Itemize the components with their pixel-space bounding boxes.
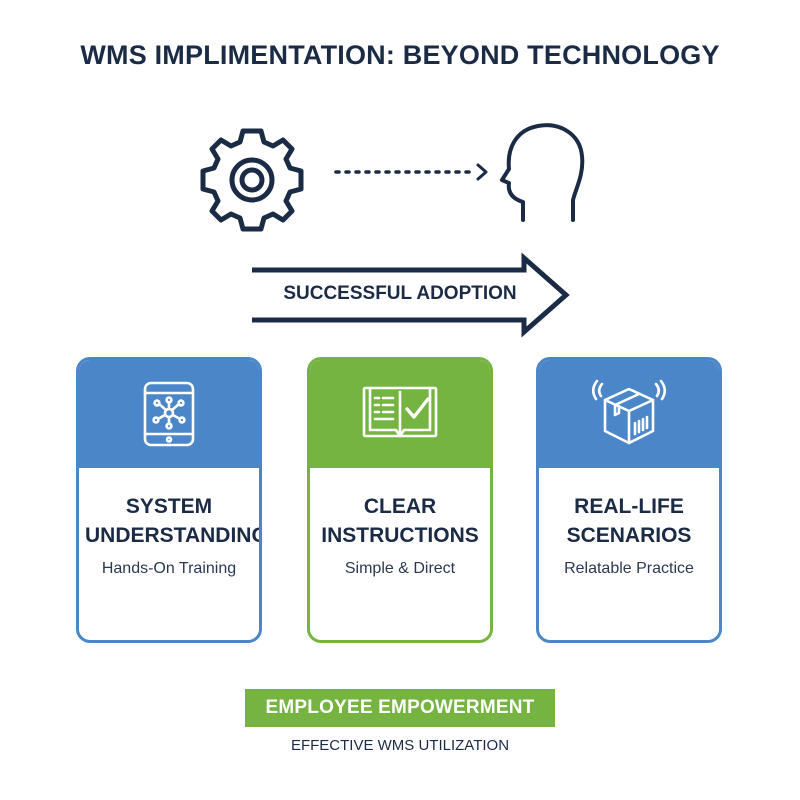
card-title: REAL-LIFE SCENARIOS (539, 492, 719, 550)
card-title-line: SYSTEM (125, 495, 213, 518)
gear-to-human-flow (200, 123, 585, 232)
card-title-line: CLEAR (363, 495, 437, 518)
adoption-arrow (252, 252, 570, 338)
card-real-life-scenarios: REAL-LIFE SCENARIOS Relatable Practice (536, 357, 722, 643)
card-title-line: INSTRUCTIONS (321, 524, 479, 547)
card-title-line: REAL-LIFE (574, 495, 684, 518)
gear-icon (200, 128, 304, 232)
card-header (310, 360, 490, 468)
card-subtitle: Simple & Direct (344, 560, 456, 577)
card-subtitle: Hands-On Training (101, 560, 237, 577)
page-title: WMS IMPLIMENTATION: BEYOND TECHNOLOGY (80, 40, 720, 70)
card-header (79, 360, 259, 468)
card-header (539, 360, 719, 468)
card-title-line: UNDERSTANDING (85, 524, 262, 547)
card-subtitle: Relatable Practice (564, 560, 694, 577)
book-checkmark-icon (362, 386, 438, 438)
card-system-understanding: SYSTEM UNDERSTANDING Hands-On Training (76, 357, 262, 643)
employee-empowerment-badge: EMPLOYEE EMPOWERMENT (245, 689, 555, 727)
adoption-label: SUCCESSFUL ADOPTION (283, 283, 517, 304)
human-head-icon (500, 123, 585, 222)
card-title: CLEAR INSTRUCTIONS (310, 492, 490, 550)
card-title-line: SCENARIOS (566, 524, 692, 547)
dotted-arrow (334, 163, 488, 181)
card-title: SYSTEM UNDERSTANDING (79, 492, 259, 550)
footer-subtitle: EFFECTIVE WMS UTILIZATION (290, 737, 510, 754)
card-clear-instructions: CLEAR INSTRUCTIONS Simple & Direct (307, 357, 493, 643)
package-box-icon (591, 379, 667, 445)
tablet-network-icon (143, 381, 195, 447)
